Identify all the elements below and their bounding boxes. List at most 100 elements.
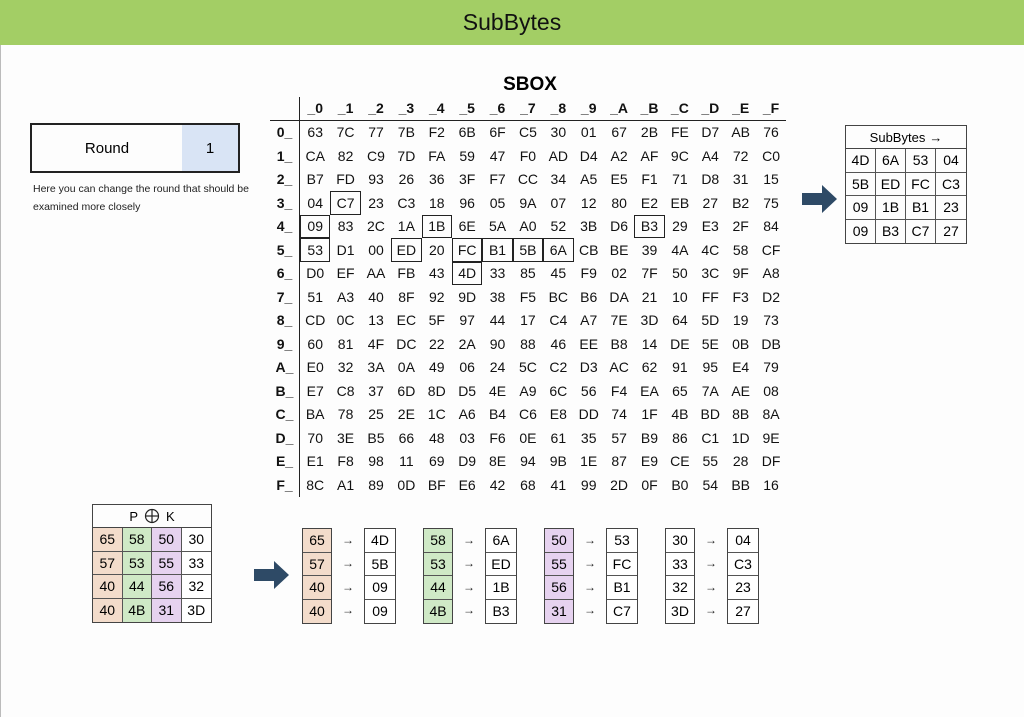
small-arrow-right-icon: → <box>705 532 717 547</box>
sbox-cell: D4 <box>579 147 598 164</box>
sbox-cell: FA <box>428 147 446 164</box>
sbox-cell: BC <box>548 288 569 305</box>
sbox-row-header: 0_ <box>270 120 300 144</box>
column-input-cell: 58 <box>424 529 452 553</box>
sbox-cell: 55 <box>702 453 719 470</box>
sbox-cell: CA <box>305 147 325 164</box>
sbox-cell: 13 <box>368 312 384 329</box>
sbox-col-header: _4 <box>421 97 452 121</box>
sbox-cell: 95 <box>702 359 719 376</box>
sbox-cell: 4B <box>671 406 689 423</box>
column-input-cell: 31 <box>551 603 567 620</box>
sbox-cell: F5 <box>519 288 537 305</box>
sbox-cell: 87 <box>611 453 627 470</box>
sbox-cell: 93 <box>368 171 384 188</box>
small-arrow-right-icon: → <box>463 556 475 571</box>
sbox-row-header: E_ <box>270 449 300 473</box>
sbox-cell: B0 <box>671 476 689 493</box>
sbox-cell: 3D <box>640 312 659 329</box>
sbox-cell: 8A <box>762 406 780 423</box>
sbox-cell: BF <box>427 476 446 493</box>
sbox-row-header: 3_ <box>270 191 300 215</box>
sbox-cell: 01 <box>580 124 597 141</box>
sbox-cell: 0A <box>397 359 415 376</box>
sbox-cell: B7 <box>306 171 324 188</box>
sbox-cell: D6 <box>610 218 629 235</box>
sbox-cell: A9 <box>519 382 537 399</box>
sbox-cell: B8 <box>610 335 628 352</box>
sbox-cell: 46 <box>550 335 567 352</box>
sbox-cell: 52 <box>550 218 567 235</box>
sbox-cell: 3F <box>458 171 476 188</box>
sbox-cell: 70 <box>307 429 323 446</box>
sbox-cell: F4 <box>610 382 628 399</box>
sbox-row-header: 7_ <box>270 285 300 309</box>
k-label: K <box>166 508 175 524</box>
sbox-cell: 54 <box>702 476 719 493</box>
sbox-cell: 2A <box>458 335 476 352</box>
sbox-cell: 2E <box>397 406 415 423</box>
sbox-cell: 2C <box>367 218 385 235</box>
subbytes-cell: C3 <box>936 173 966 196</box>
sbox-cell: E1 <box>306 453 324 470</box>
sbox-cell: 9B <box>549 453 567 470</box>
sbox-cell: A6 <box>458 406 476 423</box>
sbox-cell: A1 <box>337 476 355 493</box>
left-border <box>0 45 1 717</box>
sbox-cell: BE <box>609 241 629 258</box>
sbox-cell: AF <box>640 147 659 164</box>
sbox-cell: CD <box>305 312 326 329</box>
pk-cell: 30 <box>181 528 211 552</box>
subbytes-cell: ED <box>876 172 906 196</box>
sbox-cell: 3B <box>580 218 598 235</box>
sbox-cell: C6 <box>518 406 537 423</box>
column-input-cell: 53 <box>424 553 452 576</box>
sbox-cell: E8 <box>549 406 567 423</box>
sbox-cell: 62 <box>641 359 658 376</box>
sbox-cell: AC <box>609 359 629 376</box>
sbox-cell: 7E <box>610 312 628 329</box>
sbox-cell: 69 <box>428 453 445 470</box>
sbox-cell: 38 <box>489 288 506 305</box>
sbox-cell: 7A <box>701 382 719 399</box>
sbox-cell: 2F <box>732 218 749 235</box>
small-arrow-right-icon: → <box>705 556 717 571</box>
sbox-cell: 82 <box>337 147 354 164</box>
sbox-col-header: _9 <box>573 97 604 121</box>
sbox-cell: FF <box>701 288 719 305</box>
sbox-cell: 76 <box>763 124 779 141</box>
column-input-cell: 32 <box>666 576 694 600</box>
sbox-cell: 6C <box>549 382 568 399</box>
sbox-cell: 27 <box>702 194 719 211</box>
sbox-cell: 56 <box>580 382 597 399</box>
sbox-cell: 19 <box>732 312 749 329</box>
sbox-cell: DE <box>670 335 690 352</box>
sbox-cell: 32 <box>337 359 354 376</box>
sbox-cell-highlighted: ED <box>391 238 422 262</box>
sbox-cell: 59 <box>459 147 475 164</box>
column-output-cell: B1 <box>607 576 637 600</box>
sbox-cell: EB <box>670 194 690 211</box>
sbox-cell: BB <box>731 476 750 493</box>
sbox-cell: 9A <box>519 194 537 211</box>
column-output-cell: 4D <box>365 529 395 553</box>
sbox-cell: B6 <box>580 288 598 305</box>
sbox-cell: F7 <box>489 171 506 188</box>
sbox-cell: 90 <box>489 335 506 352</box>
sbox-cell: 65 <box>672 382 688 399</box>
sbox-cell: F6 <box>489 429 506 446</box>
round-input[interactable]: 1 <box>182 125 238 171</box>
sbox-cell: EC <box>396 312 417 329</box>
sbox-cell: 1F <box>641 406 658 423</box>
sbox-cell: 29 <box>672 218 688 235</box>
sbox-cell: F2 <box>428 124 445 141</box>
sbox-cell: C9 <box>367 147 385 164</box>
sbox-cell: 1E <box>580 453 598 470</box>
sbox-cell: 5C <box>518 359 537 376</box>
column-arrows: →→→→ <box>332 528 364 622</box>
small-arrow-right-icon: → <box>929 129 943 145</box>
